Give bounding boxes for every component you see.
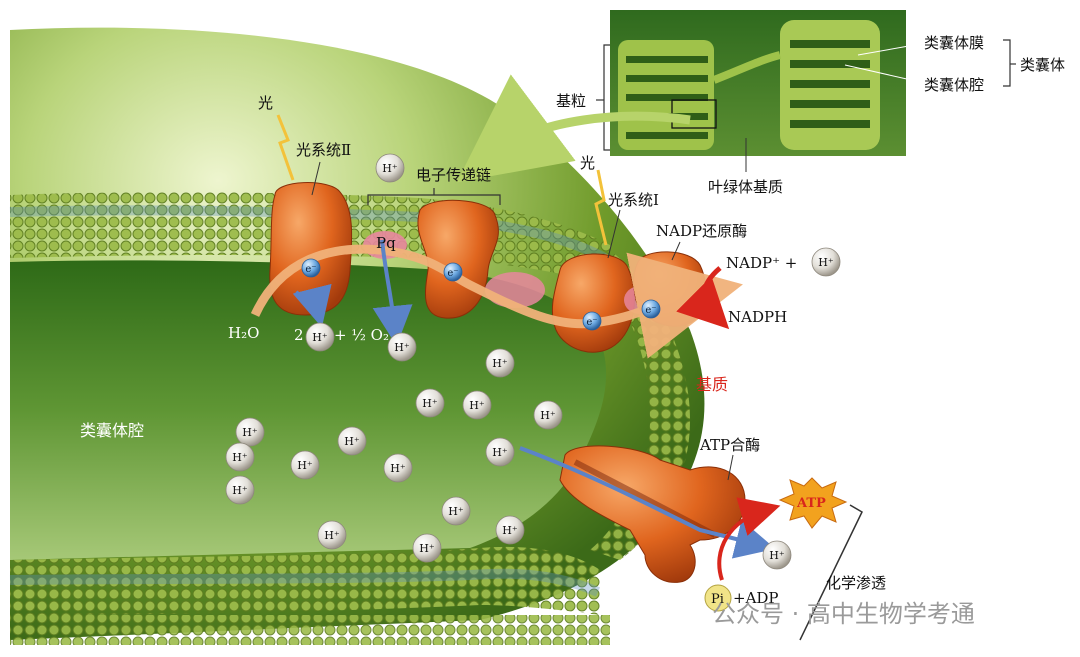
svg-text:H⁺: H⁺	[422, 397, 438, 410]
lumen-label: 类囊体腔	[80, 421, 144, 440]
svg-text:H⁺: H⁺	[492, 357, 508, 370]
h-ion: H⁺	[485, 348, 515, 378]
chemiosmosis-label: 化学渗透	[826, 574, 886, 592]
electron-flow-arrow	[250, 244, 743, 359]
svg-text:e⁻: e⁻	[645, 305, 656, 316]
h-ion: H⁺	[441, 496, 471, 526]
h-ion: H⁺	[225, 442, 255, 472]
h-ion: H⁺	[412, 533, 442, 563]
h-ion: H⁺	[317, 520, 347, 550]
svg-text:e⁻: e⁻	[447, 268, 458, 279]
electron: e⁻	[641, 299, 661, 319]
svg-text:H⁺: H⁺	[390, 462, 406, 475]
svg-text:H⁺: H⁺	[540, 409, 556, 422]
chloroplast-stroma-label: 叶绿体基质	[708, 178, 783, 196]
h-ion: H⁺	[235, 417, 265, 447]
h-ion: H⁺	[762, 540, 792, 570]
half-o2-label: + ½ O₂	[334, 326, 389, 344]
pi-circle	[704, 584, 732, 612]
photosystem-2-label: 光系统Ⅱ	[296, 141, 351, 159]
svg-text:H⁺: H⁺	[344, 435, 360, 448]
h-ion: H⁺	[387, 332, 417, 362]
water-label: H₂O	[228, 324, 259, 342]
svg-text:H⁺: H⁺	[232, 451, 248, 464]
etc-label: 电子传递链	[416, 166, 491, 184]
svg-text:e⁻: e⁻	[305, 264, 316, 275]
watermark-text: 公众号 · 高中生物学考通	[712, 600, 975, 628]
h-ion: H⁺	[485, 437, 515, 467]
h2o-products-coef: 2	[294, 326, 304, 344]
grana-inset-image	[610, 10, 906, 156]
lower-membrane	[10, 546, 600, 615]
svg-text:H⁺: H⁺	[469, 399, 485, 412]
thylakoid-membrane-label: 类囊体膜	[924, 34, 984, 52]
svg-text:H⁺: H⁺	[769, 549, 785, 562]
atp-burst-icon	[778, 477, 848, 529]
thylakoid-lumen-inset-label: 类囊体腔	[924, 76, 984, 94]
electron: e⁻	[582, 311, 602, 331]
chemiosmosis-flow-arrow	[519, 446, 776, 559]
atp-label: ATP	[796, 496, 826, 511]
pq-label: Pq	[376, 234, 396, 252]
pi-label: Pi	[711, 592, 724, 607]
light-bolt-right-icon	[594, 169, 608, 246]
thylakoid-lumen-area	[10, 260, 607, 560]
h-ion: H⁺	[383, 453, 413, 483]
light-bolt-left-icon	[276, 114, 295, 181]
svg-text:H⁺: H⁺	[818, 256, 834, 269]
thylakoid-label: 类囊体	[1020, 56, 1065, 74]
photosystem-2-protein	[269, 182, 353, 316]
svg-text:H⁺: H⁺	[324, 529, 340, 542]
nadph-label: NADPH	[728, 308, 787, 326]
h-ion: H⁺	[337, 426, 367, 456]
svg-text:H⁺: H⁺	[419, 542, 435, 555]
stroma-label: 基质	[696, 375, 728, 394]
svg-text:H⁺: H⁺	[232, 484, 248, 497]
electron: e⁻	[443, 262, 463, 282]
h-ion: H⁺	[495, 515, 525, 545]
adp-label: +ADP	[733, 589, 779, 607]
svg-text:H⁺: H⁺	[502, 524, 518, 537]
electron: e⁻	[301, 258, 321, 278]
light-label-right: 光	[580, 154, 595, 172]
svg-text:H⁺: H⁺	[394, 341, 410, 354]
atp-synthase-protein	[559, 445, 746, 583]
nadp-plus-label: NADP⁺ +	[726, 254, 797, 272]
h-ion: H⁺	[462, 390, 492, 420]
svg-text:H⁺: H⁺	[297, 459, 313, 472]
svg-text:H⁺: H⁺	[312, 331, 328, 344]
svg-text:H⁺: H⁺	[492, 446, 508, 459]
photosystem-1-label: 光系统Ⅰ	[608, 191, 659, 209]
h-ion: H⁺	[811, 247, 841, 277]
nadp-reductase-label: NADP还原酶	[656, 222, 747, 240]
svg-text:H⁺: H⁺	[242, 426, 258, 439]
h-ion: H⁺	[375, 153, 405, 183]
svg-text:H⁺: H⁺	[382, 162, 398, 175]
grana-label: 基粒	[556, 92, 586, 110]
photosystem-1-protein	[551, 253, 635, 353]
h-ion: H⁺	[533, 400, 563, 430]
h-ion: H⁺	[305, 322, 335, 352]
light-label-left: 光	[258, 94, 273, 112]
svg-text:e⁻: e⁻	[586, 317, 597, 328]
h-ion: H⁺	[225, 475, 255, 505]
h-ion: H⁺	[290, 450, 320, 480]
ion-layer: H⁺ H⁺ H⁺ H⁺ H⁺ H⁺ H⁺ H⁺ H⁺ H⁺ H⁺ H⁺ H⁺ H⁺ H⁺ H⁺ H⁺ H⁺ H⁺ H⁺…	[225, 153, 841, 570]
atp-synthase-label: ATP合酶	[699, 436, 760, 454]
svg-text:H⁺: H⁺	[448, 505, 464, 518]
h-ion: H⁺	[415, 388, 445, 418]
